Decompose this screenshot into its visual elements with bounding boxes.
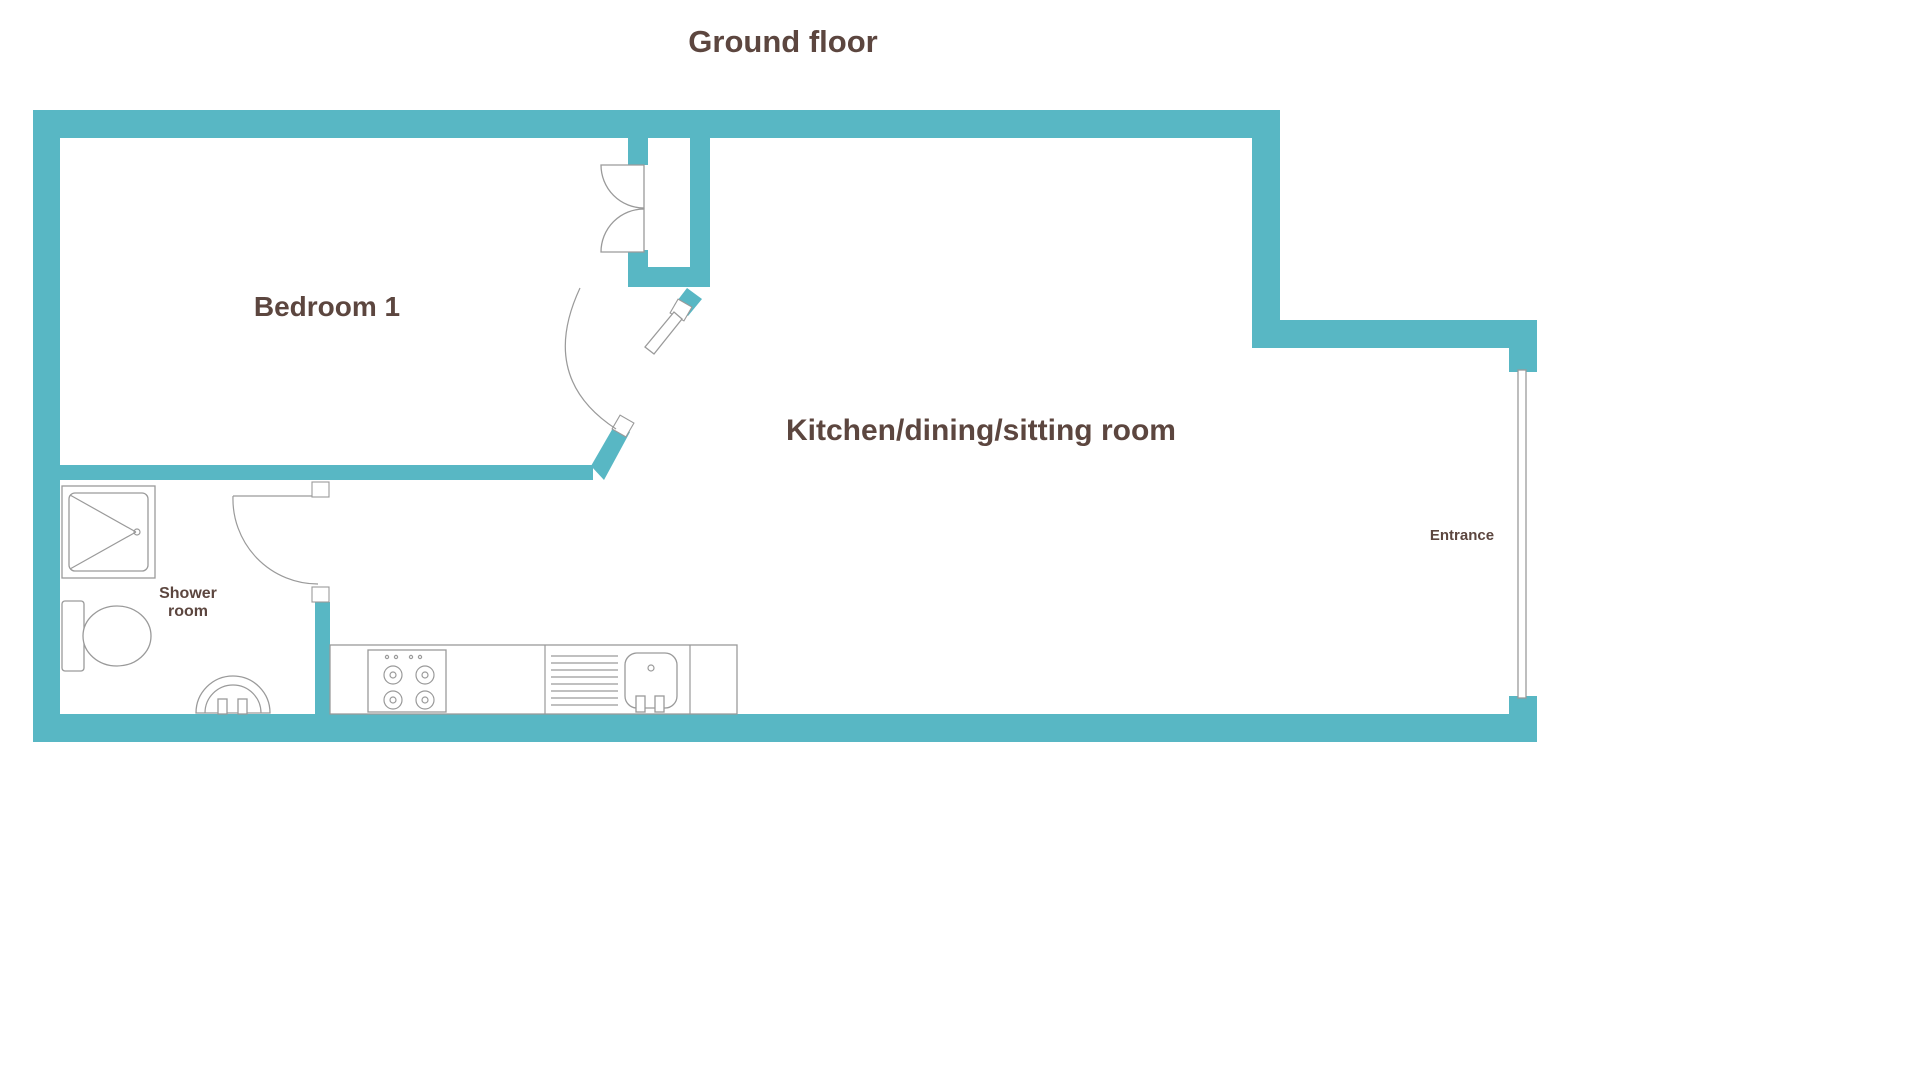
toilet-cistern — [61, 600, 85, 672]
toilet-bowl — [82, 605, 152, 667]
stove-knob — [384, 654, 390, 660]
outer-wall-step-vertical — [1252, 138, 1280, 348]
stove-knob — [393, 654, 399, 660]
doors — [232, 164, 1527, 699]
shower-room-label-line2: room — [168, 603, 208, 620]
bedroom-wall-diagonal-end — [591, 421, 630, 480]
closet-wall-stub-top — [628, 138, 648, 165]
door-jambs — [311, 298, 693, 603]
stove-knob — [417, 654, 423, 660]
sink-tap-left — [635, 695, 646, 713]
wash-basin-tap-left — [217, 698, 228, 715]
shower-room-label-line1: Shower — [159, 585, 217, 602]
burner — [383, 665, 403, 685]
burner-center — [421, 696, 429, 704]
bedroom-door-arc — [564, 287, 617, 430]
burner — [383, 690, 403, 710]
wash-basin-outer — [195, 675, 271, 714]
outer-wall-left — [33, 110, 60, 742]
walls — [33, 110, 1537, 742]
shower-door-arc — [232, 495, 319, 585]
entrance-label: Entrance — [1430, 527, 1494, 544]
burner — [415, 690, 435, 710]
bedroom-door-leaf — [644, 311, 683, 355]
stove — [367, 649, 447, 713]
sink-tap-right — [654, 695, 665, 713]
closet-wall-bottom — [628, 267, 710, 287]
burner-center — [421, 671, 429, 679]
stove-knob — [408, 654, 414, 660]
wash-basin-tap-right — [237, 698, 248, 715]
sink-unit — [551, 652, 678, 713]
bedroom-door-jamb — [611, 414, 635, 438]
kitchen-label: Kitchen/dining/sitting room — [786, 414, 1176, 447]
burner — [415, 665, 435, 685]
kitchen-fixtures — [329, 644, 738, 715]
closet-door-leaf-top — [600, 164, 645, 209]
entrance-wall-stub-top — [1509, 348, 1537, 372]
closet-door-leaf-bottom — [600, 208, 645, 253]
shower-tray-inner — [68, 492, 149, 572]
shower-door-jamb-bottom — [311, 586, 330, 603]
sink-basin — [624, 652, 678, 709]
outer-wall-top — [33, 110, 1280, 138]
shower-drain — [133, 528, 141, 536]
burner-center — [389, 696, 397, 704]
outer-wall-bottom — [33, 714, 1537, 742]
floor-title: Ground floor — [688, 24, 877, 59]
bedroom-bottom-wall — [60, 465, 593, 480]
shower-door-jamb-top — [311, 481, 330, 498]
wash-basin-inner — [204, 684, 262, 714]
entrance-door-panel — [1517, 369, 1527, 699]
closet-wall-right — [690, 138, 710, 287]
shower-room-fixtures — [61, 485, 271, 715]
shower-tray-line-bottom — [69, 531, 137, 570]
bedroom-label: Bedroom 1 — [254, 291, 400, 322]
sink-drain — [647, 664, 655, 672]
burner-center — [389, 671, 397, 679]
shower-tray-line-top — [69, 494, 137, 533]
outer-wall-step-horizontal — [1252, 320, 1537, 348]
shower-room-wall — [315, 602, 330, 714]
entrance-wall-stub-bottom — [1509, 696, 1537, 742]
